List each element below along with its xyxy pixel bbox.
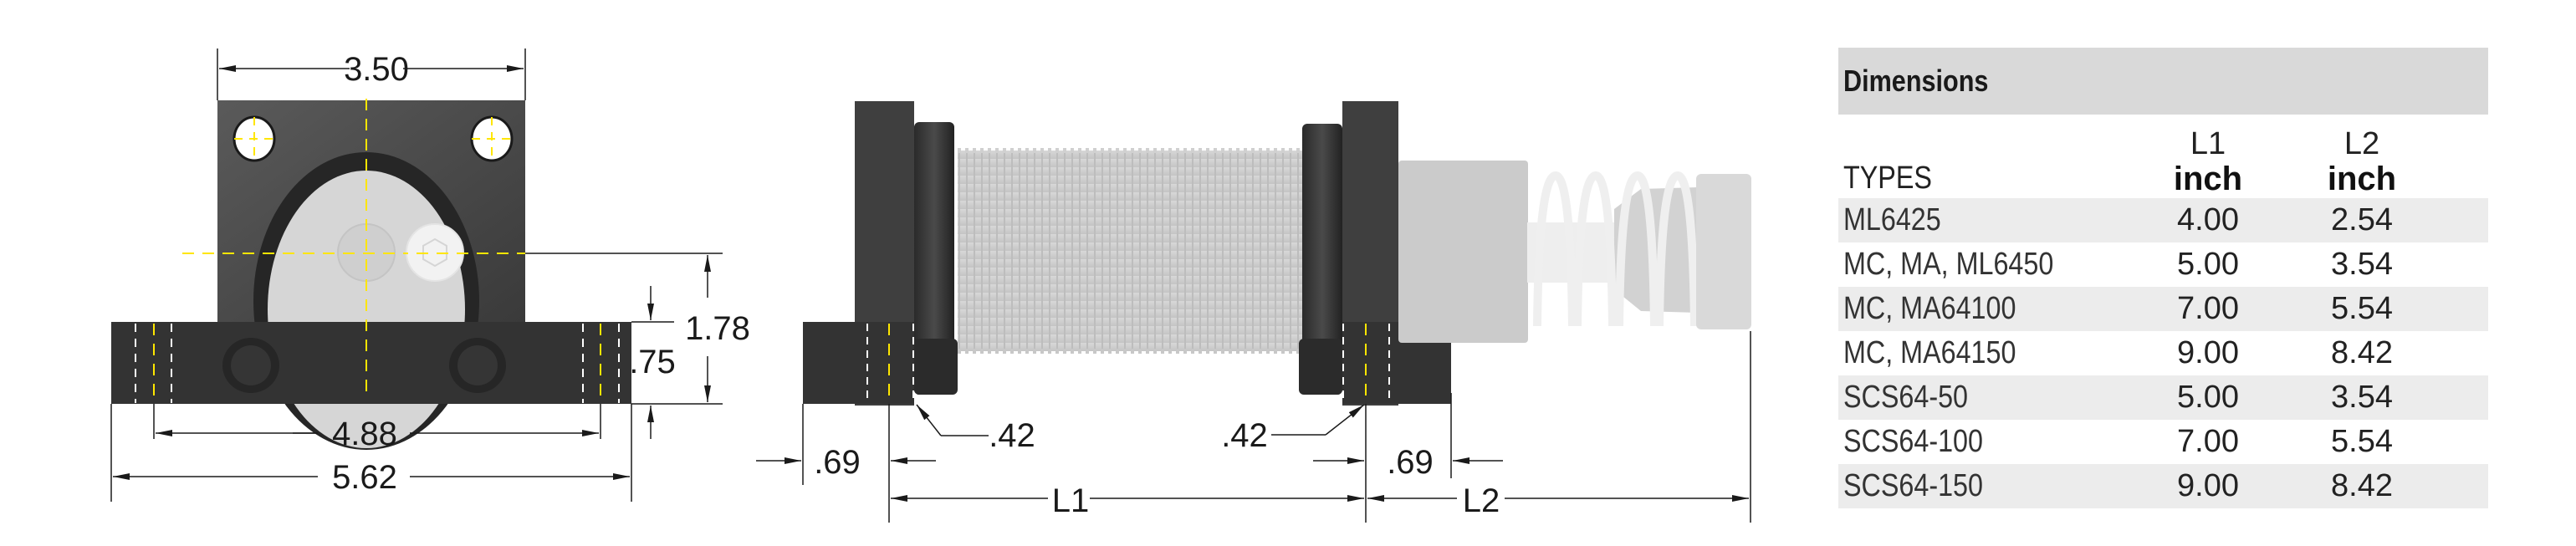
dim-label-5-62: 5.62 (332, 459, 397, 496)
dim-4-88 (153, 404, 601, 439)
dim-3-50 (217, 48, 526, 100)
hex-socket-right (406, 223, 464, 282)
table-row: SCS64-150 9.00 8.42 (1838, 464, 2488, 508)
type-cell: MC, MA64150 (1843, 335, 2016, 370)
type-cell: SCS64-150 (1843, 468, 1983, 503)
table-row: MC, MA64150 9.00 8.42 (1838, 331, 2488, 375)
dim-1-78 (525, 253, 723, 439)
l2-cell: 5.54 (2331, 424, 2393, 459)
dim-0-42-right (1271, 404, 1365, 436)
l1-cell: 9.00 (2177, 335, 2239, 370)
type-cell: ML6425 (1843, 202, 1941, 237)
dim-label-1-78: 1.78 (685, 310, 750, 347)
dim-label-3-50: 3.50 (344, 51, 409, 88)
base-screw-left (222, 338, 279, 393)
hole-centerlines (234, 117, 514, 161)
l2-cell: 3.54 (2331, 247, 2393, 282)
type-cell: SCS64-50 (1843, 380, 1969, 415)
dim-5-62 (110, 404, 632, 502)
shock-cylinder (1398, 161, 1528, 343)
l1-column-header: L1 inch (2173, 126, 2243, 197)
impact-cap (1696, 174, 1751, 329)
right-lock-nut-lip (1299, 339, 1342, 395)
type-cell: MC, MA, ML6450 (1843, 247, 2054, 282)
base-screw-right (449, 338, 506, 393)
technical-drawing: 3.50 4.88 5.62 1.78 .75 (110, 48, 1751, 523)
l1-cell: 4.00 (2177, 202, 2239, 237)
l2-cell: 3.54 (2331, 380, 2393, 415)
dim-label-0-75: .75 (629, 344, 676, 380)
table-column-headers: TYPES L1 inch L2 inch (1838, 115, 2488, 198)
l1-cell: 5.00 (2177, 247, 2239, 282)
l1-cell: 7.00 (2177, 424, 2239, 459)
side-view: .42 .42 .69 .69 L1 L2 (756, 101, 1751, 523)
dim-label-0-42-right: .42 (1221, 417, 1268, 454)
table-row: SCS64-100 7.00 5.54 (1838, 420, 2488, 464)
right-lock-nut (1302, 124, 1342, 395)
threaded-body (958, 151, 1305, 351)
l2-cell: 5.54 (2331, 291, 2393, 326)
l1-cell: 7.00 (2177, 291, 2239, 326)
dim-label-4-88: 4.88 (332, 416, 397, 452)
l2-cell: 8.42 (2331, 335, 2393, 370)
types-column-header: TYPES (1843, 161, 1932, 196)
table-row: SCS64-50 5.00 3.54 (1838, 375, 2488, 420)
return-spring (1533, 171, 1699, 327)
side-centerlines (888, 324, 1367, 403)
mount-base (111, 322, 631, 404)
dim-label-0-42-left: .42 (989, 417, 1035, 454)
table-row: MC, MA64100 7.00 5.54 (1838, 287, 2488, 331)
centerlines (153, 99, 601, 403)
table-row: ML6425 4.00 2.54 (1838, 198, 2488, 242)
left-lock-nut-lip (914, 339, 958, 395)
l1-cell: 5.00 (2177, 380, 2239, 415)
left-lock-nut (914, 122, 954, 395)
type-cell: SCS64-100 (1843, 424, 1983, 459)
dimensions-table: Dimensions TYPES L1 inch L2 inch ML6425 … (1838, 48, 2488, 508)
table-title: Dimensions (1843, 64, 1989, 98)
table-row: MC, MA, ML6450 5.00 3.54 (1838, 242, 2488, 287)
l2-cell: 2.54 (2331, 202, 2393, 237)
front-view: 3.50 4.88 5.62 1.78 .75 (110, 48, 750, 502)
base-hole-hidden-lines (135, 324, 620, 403)
hex-icon (422, 237, 447, 268)
left-mount-base (803, 322, 914, 404)
l2-column-header: L2 inch (2327, 126, 2397, 197)
type-cell: MC, MA64100 (1843, 291, 2016, 326)
side-extension-lines (802, 331, 1751, 523)
dim-0-42-left (916, 404, 989, 436)
table-header: Dimensions (1838, 48, 2488, 115)
l1-cell: 9.00 (2177, 468, 2239, 503)
dim-label-L1: L1 (1052, 482, 1090, 519)
l2-cell: 8.42 (2331, 468, 2393, 503)
dim-label-L2: L2 (1463, 482, 1500, 519)
dim-label-0-69-right: .69 (1387, 444, 1434, 481)
dim-label-0-69-left: .69 (814, 444, 861, 481)
